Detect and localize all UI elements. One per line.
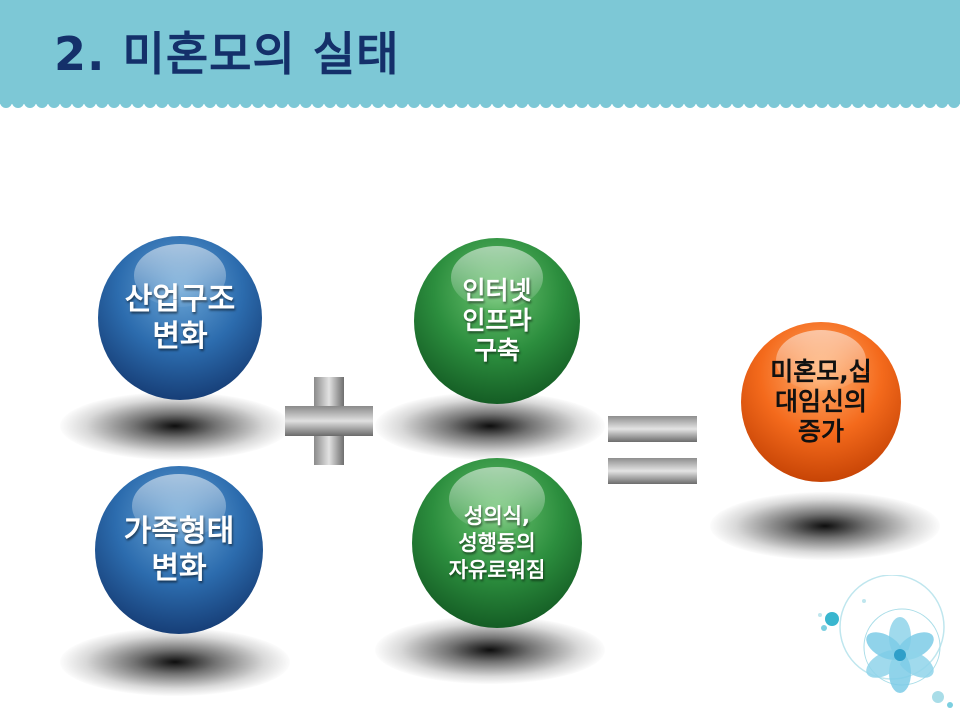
sphere-shadow — [710, 492, 940, 560]
flower-decoration-icon — [818, 575, 953, 708]
node-industrial-structure-change: 산업구조 변화 — [98, 236, 262, 400]
node-label: 인터넷 인프라 구축 — [462, 276, 532, 365]
slide-title: 2. 미혼모의 실태 — [54, 27, 400, 81]
equals-icon — [608, 416, 697, 484]
node-label: 산업구조 변화 — [124, 282, 236, 354]
node-internet-infrastructure: 인터넷 인프라 구축 — [414, 238, 580, 404]
node-result-increase: 미혼모,십 대임신의 증가 — [741, 322, 901, 482]
sphere-shadow — [60, 628, 290, 696]
plus-icon — [285, 377, 373, 465]
node-label: 성의식, 성행동의 자유로워짐 — [448, 503, 546, 582]
header-band — [0, 0, 960, 104]
sphere-shadow — [60, 392, 290, 460]
node-label: 미혼모,십 대임신의 증가 — [770, 357, 872, 446]
node-sexual-liberation: 성의식, 성행동의 자유로워짐 — [412, 458, 582, 628]
scallop-border — [0, 96, 960, 112]
node-label: 가족형태 변화 — [123, 514, 235, 586]
node-family-form-change: 가족형태 변화 — [95, 466, 263, 634]
